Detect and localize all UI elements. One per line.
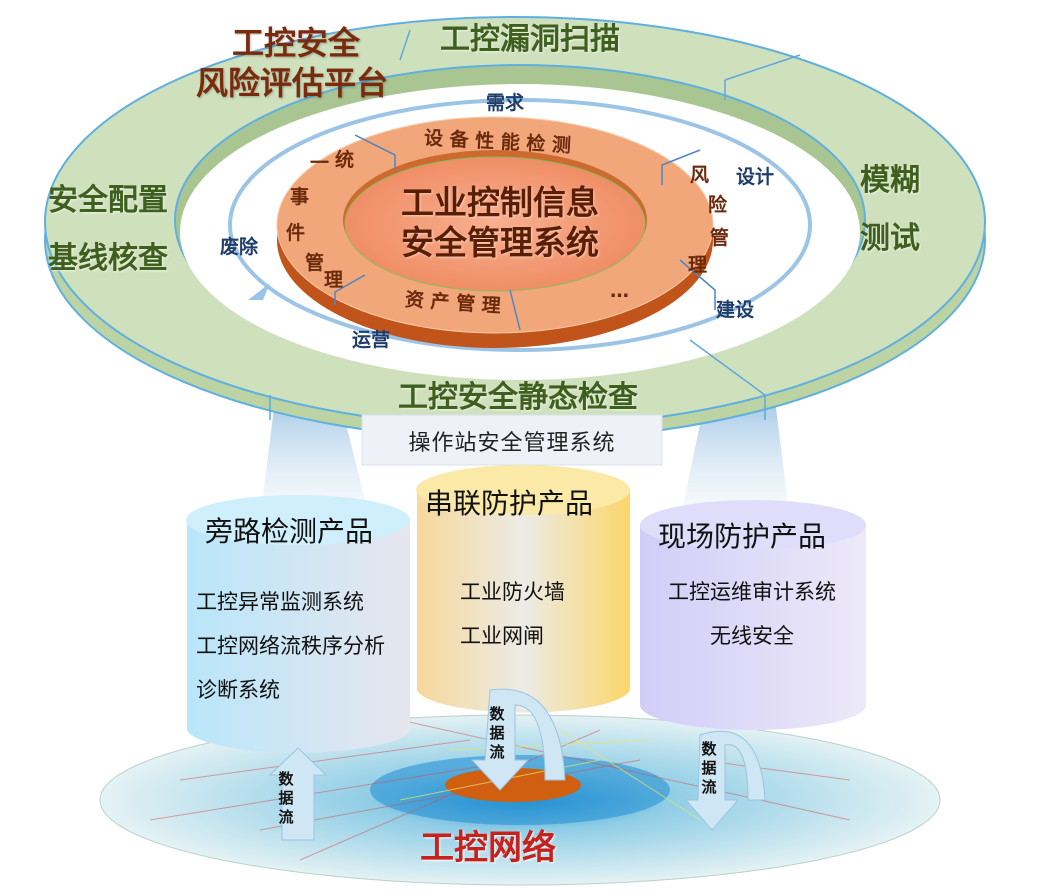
lifecycle-operate: 运营: [352, 329, 391, 351]
risk-assessment-label-2: 风险评估平台: [196, 64, 389, 102]
data-flow-arrows: [268, 688, 766, 841]
product-item: 工控运维审计系统: [668, 580, 836, 604]
segment-event-char: 理: [324, 269, 344, 291]
inline-product-list: 工业防火墙 工业网闸: [460, 570, 565, 658]
lifecycle-requirement: 需求: [486, 92, 525, 114]
center-title-line-1: 工业控制信息: [401, 183, 599, 222]
lifecycle-arrow: [228, 98, 812, 352]
segment-risk-char: 管: [710, 227, 730, 249]
product-item: 工业网闸: [460, 624, 544, 648]
fuzz-test-label-2: 测试: [860, 221, 920, 256]
lifecycle-design: 设计: [736, 166, 775, 188]
cylinder-bypass: [186, 495, 410, 753]
field-product-list: 工控运维审计系统 无线安全: [668, 570, 836, 658]
cylinder-inline: [416, 465, 630, 713]
baseline-check-label-2: 基线核查: [48, 241, 168, 276]
static-check-label: 工控安全静态检查: [398, 380, 638, 415]
fuzz-test-label-1: 模糊: [860, 163, 920, 198]
data-flow-label-left: 数据流: [278, 770, 294, 826]
segment-event-char: 统: [335, 149, 355, 171]
product-item: 工业防火墙: [460, 580, 565, 604]
station-banner: [361, 414, 663, 466]
product-item: 诊断系统: [196, 678, 280, 702]
field-product-title: 现场防护产品: [658, 520, 827, 553]
product-item: 无线安全: [710, 624, 794, 648]
segment-event-char: 事: [290, 186, 310, 208]
data-flow-label-middle: 数据流: [489, 705, 505, 761]
data-flow-label-right: 数据流: [701, 740, 717, 796]
center-title: 工业控制信息 安全管理系统: [395, 183, 605, 263]
lifecycle-build: 建设: [716, 299, 755, 321]
network-disc: [99, 714, 941, 886]
segment-risk-char: 理: [688, 254, 708, 276]
segment-risk-char: 风: [690, 164, 710, 186]
vulnerability-scan-label: 工控漏洞扫描: [440, 22, 620, 57]
bypass-product-list: 工控异常监测系统 工控网络流秩序分析 诊断系统: [196, 580, 385, 712]
lifecycle-retire: 废除: [220, 236, 259, 258]
segment-risk-char: 险: [708, 194, 728, 216]
inner-ring: [276, 116, 716, 348]
bypass-product-title: 旁路检测产品: [205, 515, 374, 548]
product-item: 工控网络流秩序分析: [196, 634, 385, 658]
segment-event-char: 一: [310, 152, 330, 174]
inline-product-title: 串联防护产品: [425, 487, 594, 520]
segment-more: …: [610, 280, 629, 302]
segment-event-char: 管: [305, 252, 325, 274]
risk-assessment-label-1: 工控安全: [232, 24, 361, 62]
product-item: 工控异常监测系统: [196, 590, 364, 614]
baseline-check-label-1: 安全配置: [48, 183, 168, 218]
station-management-label: 操作站安全管理系统: [408, 431, 616, 456]
cylinder-field: [640, 500, 866, 730]
center-title-line-2: 安全管理系统: [401, 223, 599, 262]
segment-event-char: 件: [286, 222, 306, 244]
network-title: 工控网络: [420, 828, 556, 868]
